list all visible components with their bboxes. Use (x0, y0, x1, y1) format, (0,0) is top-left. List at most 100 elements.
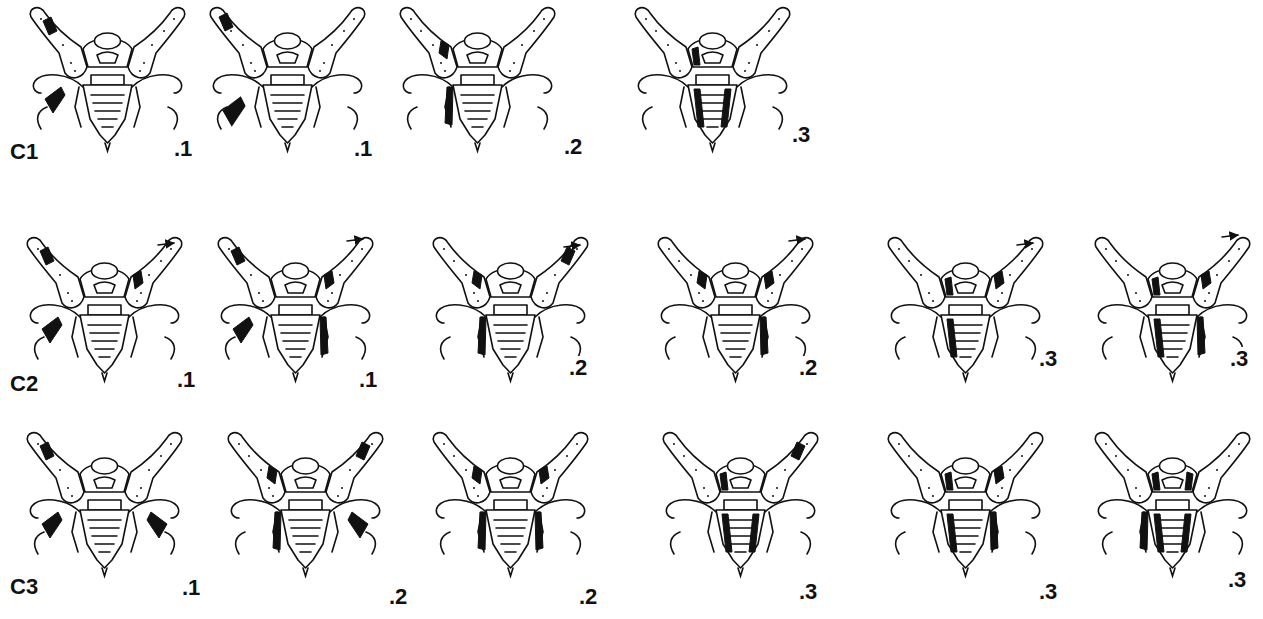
subtype-number: .2 (797, 356, 819, 380)
fracture-mark (147, 512, 167, 538)
fracture-mark (994, 271, 1004, 289)
bone-outline (403, 75, 551, 151)
fracture-mark (324, 271, 334, 289)
fracture-mark (439, 41, 449, 59)
group-code: C2 (8, 372, 40, 396)
subtype-number: .2 (567, 356, 589, 380)
subtype-number: .1 (357, 368, 379, 392)
bone-outline (666, 500, 814, 576)
pelvis-figure (228, 433, 382, 576)
fracture-mark (1154, 319, 1164, 357)
fracture-mark (45, 87, 65, 113)
fracture-mark (1140, 512, 1148, 550)
subtype-number: .3 (797, 580, 819, 604)
bone-outline (27, 433, 181, 503)
fracture-mark (945, 472, 953, 490)
fracture-mark (478, 512, 486, 550)
pelvis-figure (27, 433, 181, 576)
fracture-mark (42, 512, 62, 538)
bone-outline (218, 238, 372, 308)
fracture-mark (1154, 514, 1164, 552)
pelvis-figure (30, 8, 184, 151)
bone-outline (221, 305, 369, 381)
displacement-arrow (347, 239, 363, 241)
fracture-mark (692, 47, 700, 65)
bone-outline (433, 238, 587, 308)
fracture-mark (356, 442, 370, 460)
fracture-mark (561, 247, 575, 265)
bone-outline (635, 8, 789, 78)
fracture-mark (348, 512, 368, 538)
pelvis-figure (1095, 433, 1249, 576)
bone-outline (30, 500, 178, 576)
fracture-mark (947, 319, 957, 357)
pelvis-figure (888, 433, 1042, 576)
subtype-number: .1 (180, 576, 202, 600)
subtype-number: .2 (562, 135, 584, 159)
bone-outline (888, 433, 1042, 503)
fracture-mark (1197, 317, 1205, 355)
fracture-mark (722, 514, 732, 552)
fracture-mark (267, 466, 277, 484)
fracture-mark (320, 317, 328, 355)
bone-outline (30, 8, 184, 78)
bone-outline (213, 75, 361, 151)
fracture-mark (40, 247, 54, 265)
bone-outline (1098, 500, 1246, 576)
fracture-mark (760, 317, 768, 355)
bone-outline (436, 500, 584, 576)
fracture-mark (133, 271, 143, 289)
subtype-number: .3 (1037, 347, 1059, 371)
bone-outline (210, 8, 364, 78)
pelvis-figure (1095, 235, 1249, 381)
subtype-number: .3 (1228, 347, 1250, 371)
group-code: C1 (8, 140, 40, 164)
subtype-number: .1 (175, 368, 197, 392)
fracture-mark (1201, 271, 1211, 289)
fracture-mark (1185, 472, 1193, 490)
bone-outline (888, 238, 1042, 308)
pelvis-figure (400, 8, 554, 151)
pelvis-figure (888, 238, 1042, 381)
displacement-arrow (1017, 243, 1033, 245)
subtype-number: .1 (172, 137, 194, 161)
fracture-mark (945, 277, 953, 295)
fracture-mark (764, 271, 774, 289)
fracture-mark (990, 512, 998, 550)
subtype-number: .2 (577, 585, 599, 609)
pelvis-figure (433, 433, 587, 576)
subtype-number: .3 (1226, 568, 1248, 592)
fracture-mark (42, 317, 62, 343)
bone-outline (33, 75, 181, 151)
bone-outline (891, 305, 1039, 381)
fracture-mark (535, 512, 543, 550)
pelvis-figure (210, 8, 364, 151)
fracture-mark (720, 472, 728, 490)
fracture-mark (749, 514, 759, 552)
bone-outline (1095, 433, 1249, 503)
bone-outline (1098, 305, 1246, 381)
fracture-mark (231, 247, 245, 265)
group-code: C3 (8, 575, 40, 599)
fracture-mark (697, 271, 707, 289)
fracture-mark (1181, 514, 1191, 552)
pelvis-figure (218, 238, 372, 381)
bone-outline (228, 433, 382, 503)
subtype-number: .3 (790, 123, 812, 147)
bone-outline (433, 433, 587, 503)
bone-outline (638, 75, 786, 151)
fracture-mark (40, 442, 54, 460)
displacement-arrow (789, 239, 805, 241)
fracture-mark (694, 89, 704, 127)
pelvis-figure (635, 8, 789, 151)
bone-outline (27, 238, 181, 308)
fracture-mark (478, 317, 486, 355)
fracture-mark (223, 97, 245, 126)
bone-outline (1095, 238, 1249, 308)
fracture-mark (445, 87, 453, 125)
fracture-mark (219, 13, 233, 31)
fracture-mark (791, 442, 805, 460)
pelvis-figure (433, 238, 587, 381)
fracture-mark (273, 512, 281, 550)
